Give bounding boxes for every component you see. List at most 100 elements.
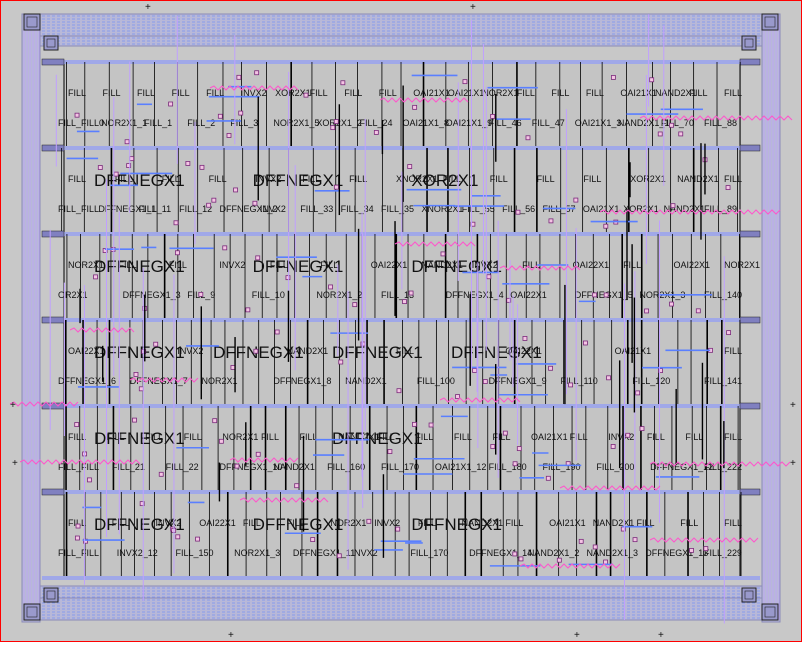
metal2-wire [129,377,199,383]
corner-pad-inner [26,16,38,28]
via-contact [254,70,260,76]
metal2-wire [209,85,299,91]
instance-label: INVX2 [260,204,286,214]
via-contact [294,483,300,489]
via-contact [132,417,137,423]
cell-label-upper: NAND2X1 [677,174,719,184]
instance-label: DFFNEGX1_7 [130,376,188,386]
cell-label-upper: INVX2 [374,518,400,528]
via-contact [610,444,616,449]
via-contact [352,302,358,308]
via-contact [678,131,684,137]
cell-label-upper: NOR2X1 [724,260,760,270]
instance-label: FILL_FILL [58,204,99,214]
via-contact [330,125,336,131]
instance-label: FILL_55 [462,204,495,214]
cell-label-large: DFFNEGX1 [411,515,502,534]
instance-label: NAND2X1_2 [528,548,580,558]
cell-label-upper: FILL [724,432,742,442]
rail-tap-left [41,58,65,66]
instance-label: NOR2X1 [202,376,238,386]
corner-pad-inner [744,38,754,48]
io-pin-marker: + [228,630,234,641]
via-contact [226,133,232,138]
via-contact [407,164,413,169]
cell-label-upper: FILL [724,346,742,356]
metal2-wire [439,397,521,403]
via-contact [234,463,240,469]
via-contact [490,444,496,449]
cell-label-upper: NOR2X1 [68,260,104,270]
corner-pad [43,35,59,51]
instance-label: FILL_34 [341,204,374,214]
cell-label-upper: FILL [454,432,472,442]
via-contact [211,197,217,203]
cell-label-upper: NAND2X1 [655,88,697,98]
instance-label: FILL_2 [187,118,215,128]
metal2-wire [499,265,581,271]
instance-label: NAND2X1 [273,462,315,472]
instance-label: NOR2X1_2 [316,290,362,300]
cell-label-upper: FILL [206,88,224,98]
via-contact [366,518,372,524]
instance-label: FILL_24 [359,118,392,128]
row-rail [42,404,760,408]
rail-tap-left [41,144,65,152]
cell-label-upper: OAI22X1 [505,346,542,356]
cell-label-upper: FILL [379,88,397,98]
cell-label-upper: FILL [647,432,665,442]
via-contact [512,461,518,467]
rail-tap-left [41,488,65,496]
row-rail [42,490,760,494]
cell-label-upper: FILL [517,88,535,98]
via-contact [310,537,316,542]
cell-label-upper: OAI21X1 [620,88,657,98]
via-contact [74,535,80,541]
via-contact [74,112,80,118]
cell-label-upper: INVX2 [177,346,203,356]
instance-label: NAND2X1 [664,204,706,214]
cell-label-upper: FILL [586,88,604,98]
via-contact [217,113,223,119]
cell-label-upper: FILL [685,432,703,442]
via-contact [725,185,731,190]
via-contact [230,365,236,370]
instance-label: DFFNEGX1_10 [220,462,283,472]
via-contact [133,371,139,377]
instance-label: FILL_1 [144,118,172,128]
instance-label: NAND2X1_1 [618,118,670,128]
cell-label-upper: FILL [68,432,86,442]
instance-label: FILL_180 [489,462,527,472]
cell-label-upper: FILL [490,174,508,184]
via-contact [222,245,228,251]
routing-layer: +++++++++ [9,2,796,641]
io-pin-marker: + [790,400,796,411]
cell-row: FILLFILLINVX2OAI22X1FILLFILLNOR2X1INVX2F… [41,488,761,579]
via-contact [568,382,573,388]
instance-label: DFFNEGX1_12 [650,462,713,472]
rail-tap-left [41,316,65,324]
cell-label-upper: OAI21X1 [531,432,568,442]
via-contact [87,477,92,483]
via-contact [518,556,524,562]
via-contact [689,547,694,553]
metal2-wire [9,401,79,407]
via-contact [255,451,261,457]
corner-pad-inner [764,606,776,618]
cell-label-upper: FILL [115,174,133,184]
io-pin-marker: + [658,630,664,641]
cell-label-upper: FILL [261,432,279,442]
instance-label: OAI21X1_3 [575,118,622,128]
cell-label-large: DFFNEGX1 [253,515,344,534]
cell-label-upper: FILL [169,260,187,270]
via-contact [212,418,218,424]
via-contact [486,274,492,280]
io-pin-marker: + [574,630,580,641]
corner-pad-inner [764,16,776,28]
via-contact [573,197,579,203]
instance-label: FILL_FILL [58,462,99,472]
via-contact [328,284,333,290]
